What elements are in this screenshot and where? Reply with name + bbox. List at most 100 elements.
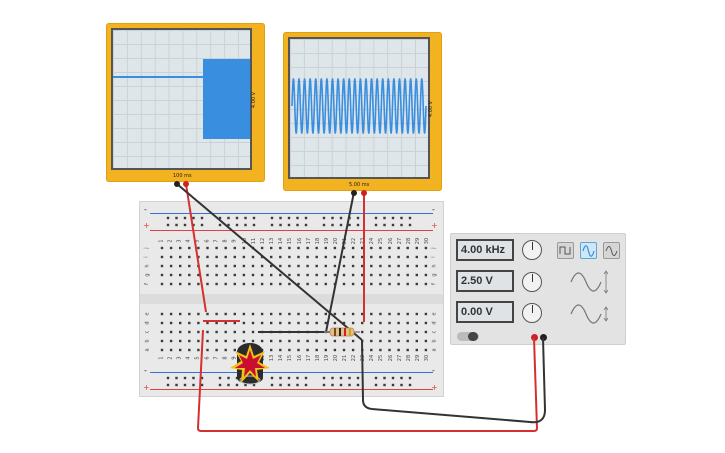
breadboard-hole[interactable] bbox=[197, 321, 200, 325]
breadboard-hole[interactable] bbox=[270, 330, 273, 334]
breadboard-hole[interactable] bbox=[197, 255, 200, 259]
breadboard-hole[interactable] bbox=[296, 376, 299, 380]
breadboard-hole[interactable] bbox=[324, 282, 327, 286]
breadboard-hole[interactable] bbox=[252, 223, 256, 227]
breadboard-hole[interactable] bbox=[304, 376, 308, 380]
breadboard-hole[interactable] bbox=[179, 264, 182, 268]
breadboard-hole[interactable] bbox=[279, 216, 282, 220]
breadboard-hole[interactable] bbox=[218, 216, 222, 220]
breadboard-hole[interactable] bbox=[206, 282, 209, 286]
terminal-negative[interactable] bbox=[531, 334, 538, 341]
breadboard-hole[interactable] bbox=[160, 273, 164, 277]
breadboard-hole[interactable] bbox=[288, 273, 291, 277]
breadboard-hole[interactable] bbox=[206, 348, 209, 352]
breadboard-hole[interactable] bbox=[361, 246, 364, 250]
breadboard-hole[interactable] bbox=[224, 246, 227, 250]
breadboard-hole[interactable] bbox=[406, 273, 409, 277]
breadboard-hole[interactable] bbox=[183, 216, 187, 220]
breadboard-hole[interactable] bbox=[270, 223, 274, 227]
breadboard-hole[interactable] bbox=[306, 255, 309, 259]
breadboard-hole[interactable] bbox=[304, 223, 308, 227]
breadboard-hole[interactable] bbox=[331, 383, 334, 387]
breadboard-hole[interactable] bbox=[215, 321, 218, 325]
breadboard-hole[interactable] bbox=[315, 273, 318, 277]
breadboard-hole[interactable] bbox=[242, 246, 246, 250]
breadboard-hole[interactable] bbox=[160, 339, 164, 343]
breadboard-hole[interactable] bbox=[270, 216, 274, 220]
breadboard-hole[interactable] bbox=[244, 223, 247, 227]
breadboard-hole[interactable] bbox=[374, 216, 378, 220]
breadboard-hole[interactable] bbox=[224, 273, 227, 277]
breadboard-hole[interactable] bbox=[215, 255, 218, 259]
breadboard-hole[interactable] bbox=[260, 312, 264, 316]
breadboard-hole[interactable] bbox=[192, 216, 195, 220]
breadboard-hole[interactable] bbox=[424, 282, 428, 286]
breadboard-hole[interactable] bbox=[215, 282, 218, 286]
breadboard-hole[interactable] bbox=[356, 376, 360, 380]
breadboard-hole[interactable] bbox=[233, 282, 236, 286]
breadboard-hole[interactable] bbox=[331, 223, 334, 227]
breadboard-hole[interactable] bbox=[175, 383, 178, 387]
breadboard-hole[interactable] bbox=[197, 264, 200, 268]
breadboard-hole[interactable] bbox=[391, 223, 395, 227]
breadboard-hole[interactable] bbox=[333, 264, 337, 268]
breadboard-hole[interactable] bbox=[179, 273, 182, 277]
breadboard-hole[interactable] bbox=[260, 282, 264, 286]
breadboard-hole[interactable] bbox=[379, 246, 382, 250]
breadboard-hole[interactable] bbox=[227, 216, 230, 220]
triangle-wave-button[interactable] bbox=[603, 242, 620, 259]
breadboard-hole[interactable] bbox=[324, 255, 327, 259]
breadboard-hole[interactable] bbox=[406, 282, 409, 286]
breadboard-hole[interactable] bbox=[224, 312, 227, 316]
breadboard-hole[interactable] bbox=[224, 348, 227, 352]
breadboard-hole[interactable] bbox=[200, 383, 204, 387]
dc-offset-knob[interactable] bbox=[522, 303, 542, 323]
breadboard-hole[interactable] bbox=[188, 330, 191, 334]
breadboard-hole[interactable] bbox=[342, 348, 346, 352]
breadboard-hole[interactable] bbox=[388, 312, 391, 316]
breadboard-hole[interactable] bbox=[169, 312, 173, 316]
breadboard-hole[interactable] bbox=[297, 255, 300, 259]
breadboard-hole[interactable] bbox=[175, 216, 178, 220]
breadboard-hole[interactable] bbox=[400, 376, 403, 380]
breadboard-hole[interactable] bbox=[206, 264, 209, 268]
breadboard-hole[interactable] bbox=[224, 330, 227, 334]
breadboard-hole[interactable] bbox=[188, 321, 191, 325]
breadboard-hole[interactable] bbox=[333, 321, 337, 325]
breadboard-hole[interactable] bbox=[197, 330, 200, 334]
breadboard-hole[interactable] bbox=[400, 223, 403, 227]
breadboard-hole[interactable] bbox=[356, 216, 360, 220]
breadboard-hole[interactable] bbox=[379, 273, 382, 277]
breadboard-hole[interactable] bbox=[333, 330, 337, 334]
breadboard-hole[interactable] bbox=[175, 223, 178, 227]
breadboard-hole[interactable] bbox=[235, 223, 239, 227]
breadboard-hole[interactable] bbox=[169, 246, 173, 250]
breadboard-hole[interactable] bbox=[361, 339, 364, 343]
breadboard-hole[interactable] bbox=[388, 321, 391, 325]
breadboard-hole[interactable] bbox=[315, 330, 318, 334]
breadboard-hole[interactable] bbox=[348, 223, 351, 227]
breadboard-hole[interactable] bbox=[252, 216, 256, 220]
breadboard-hole[interactable] bbox=[397, 264, 400, 268]
breadboard-hole[interactable] bbox=[288, 321, 291, 325]
breadboard-hole[interactable] bbox=[361, 273, 364, 277]
breadboard-hole[interactable] bbox=[296, 216, 299, 220]
breadboard-hole[interactable] bbox=[270, 273, 273, 277]
breadboard-hole[interactable] bbox=[233, 312, 236, 316]
breadboard-hole[interactable] bbox=[227, 376, 230, 380]
breadboard-hole[interactable] bbox=[333, 273, 337, 277]
breadboard-hole[interactable] bbox=[324, 339, 327, 343]
breadboard-hole[interactable] bbox=[192, 376, 195, 380]
breadboard-hole[interactable] bbox=[342, 273, 346, 277]
breadboard-hole[interactable] bbox=[370, 273, 373, 277]
breadboard-hole[interactable] bbox=[348, 216, 351, 220]
frequency-knob[interactable] bbox=[522, 240, 542, 260]
breadboard-hole[interactable] bbox=[233, 330, 236, 334]
breadboard-hole[interactable] bbox=[260, 255, 264, 259]
breadboard-hole[interactable] bbox=[260, 273, 264, 277]
breadboard-hole[interactable] bbox=[342, 312, 346, 316]
breadboard-hole[interactable] bbox=[197, 273, 200, 277]
breadboard-hole[interactable] bbox=[160, 264, 164, 268]
breadboard-hole[interactable] bbox=[288, 312, 291, 316]
